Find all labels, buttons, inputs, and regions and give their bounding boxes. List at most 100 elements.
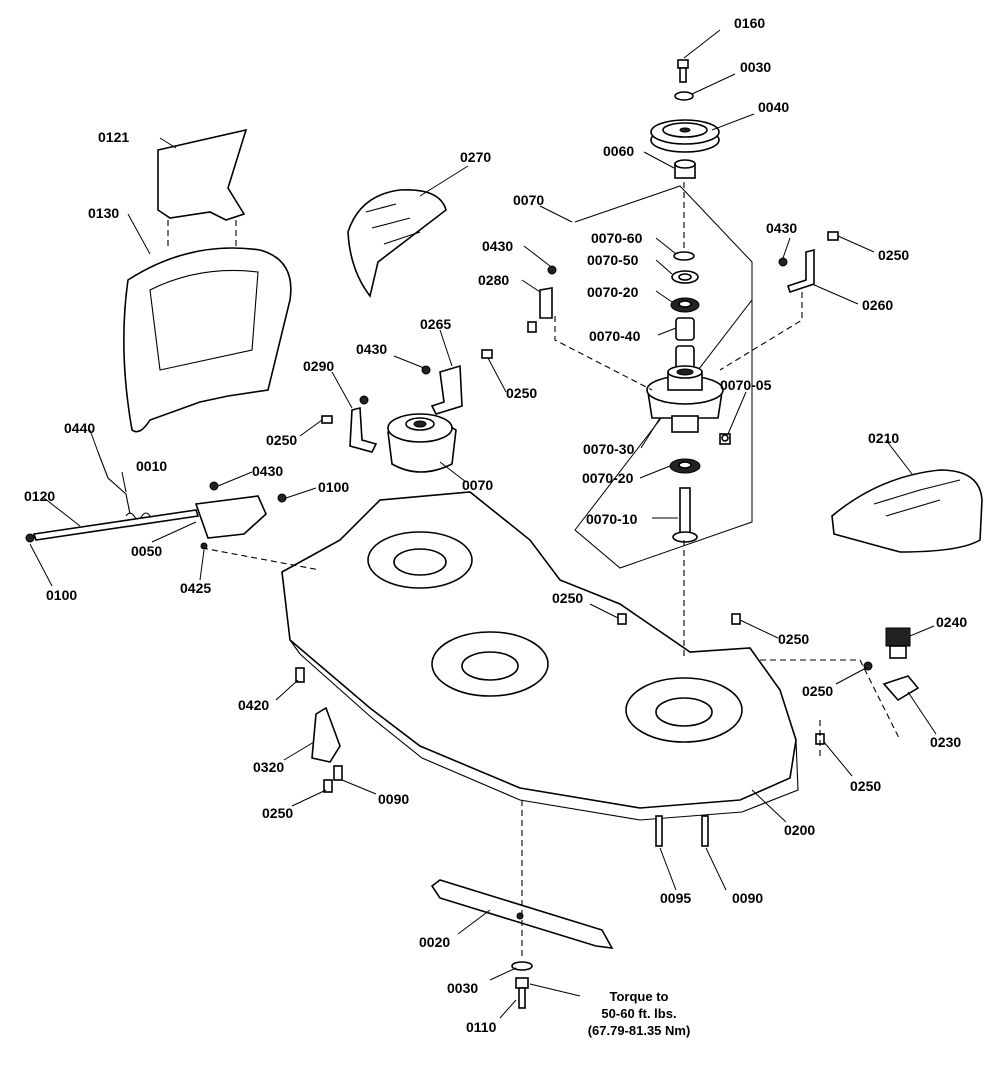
- adapter-0240: [885, 627, 911, 659]
- label-0070-20-b: 0070-20: [582, 470, 634, 486]
- leader-lines: [29, 29, 937, 1019]
- spindle-shaft-0070-10: [672, 487, 698, 543]
- label-0250-f: 0250: [802, 683, 834, 699]
- grease-fitting-0070-05: [719, 433, 731, 445]
- snap-ring-0070-60: [673, 251, 695, 261]
- washer-0030-bottom: [511, 961, 533, 971]
- nut-0430-a: [547, 265, 557, 275]
- spacer-0070-40-b: [675, 345, 695, 369]
- label-0425: 0425: [180, 580, 212, 596]
- pin-0100-right: [277, 493, 287, 503]
- label-0070-20-a: 0070-20: [587, 284, 639, 300]
- label-0120: 0120: [24, 488, 56, 504]
- washer-0030-top: [674, 91, 694, 101]
- label-0250-g: 0250: [850, 778, 882, 794]
- label-0420: 0420: [238, 697, 270, 713]
- bolt-0090-a: [333, 765, 343, 781]
- label-0250-a: 0250: [878, 247, 910, 263]
- bolt-0250-c: [481, 349, 493, 359]
- label-0010: 0010: [136, 458, 168, 474]
- label-0090-b: 0090: [732, 890, 764, 906]
- label-0121: 0121: [98, 129, 130, 145]
- label-0110: 0110: [466, 1019, 497, 1035]
- label-0320: 0320: [253, 759, 285, 775]
- label-0250-e: 0250: [778, 631, 810, 647]
- label-0430-d: 0430: [252, 463, 284, 479]
- torque-note: Torque to 50-60 ft. lbs. (67.79-81.35 Nm…: [559, 988, 719, 1039]
- label-0440: 0440: [64, 420, 96, 436]
- label-0200: 0200: [784, 822, 816, 838]
- bracket-0265: [430, 364, 463, 415]
- bolt-0090-b: [701, 815, 709, 847]
- label-0070-40: 0070-40: [589, 328, 641, 344]
- bolt-0420: [295, 667, 305, 683]
- spacer-0060: [674, 159, 696, 179]
- bolt-0250-b: [827, 231, 839, 241]
- spindle-assembly-0070: [387, 413, 457, 473]
- deflector-plate-0121: [157, 128, 248, 221]
- bearing-0070-20-top: [670, 297, 700, 313]
- label-0100-a: 0100: [318, 479, 350, 495]
- bearing-0070-20-bottom: [669, 458, 701, 474]
- label-0160: 0160: [734, 15, 766, 31]
- label-0280: 0280: [478, 272, 510, 288]
- label-0210: 0210: [868, 430, 900, 446]
- label-0250-b: 0250: [506, 385, 538, 401]
- label-0250-d: 0250: [552, 590, 584, 606]
- label-0070-05: 0070-05: [720, 377, 772, 393]
- label-0030-top: 0030: [740, 59, 772, 75]
- label-0070-60: 0070-60: [591, 230, 643, 246]
- label-0430-b: 0430: [766, 220, 798, 236]
- label-0250-c: 0250: [266, 432, 298, 448]
- bracket-0280: [539, 287, 553, 319]
- spacer-0070-40-a: [675, 317, 695, 341]
- label-0090-a: 0090: [378, 791, 410, 807]
- bracket-0320: [311, 706, 341, 763]
- label-0100-b: 0100: [46, 587, 78, 603]
- spindle-kit-outline: [574, 185, 753, 569]
- label-0130: 0130: [88, 205, 120, 221]
- bracket-0290: [349, 406, 378, 453]
- label-0430-c: 0430: [356, 341, 388, 357]
- nut-0430-e: [209, 481, 219, 491]
- bolt-0250-f: [731, 613, 741, 625]
- nut-0430-d: [359, 395, 369, 405]
- label-0070-30: 0070-30: [583, 441, 635, 457]
- torque-note-line3: (67.79-81.35 Nm): [587, 1023, 691, 1038]
- pulley-0040: [650, 119, 720, 153]
- spring-0440: [97, 451, 131, 515]
- bolt-0250-a: [527, 321, 537, 333]
- label-0230: 0230: [930, 734, 962, 750]
- pulley-cover-0210: [831, 469, 983, 553]
- bolt-0160: [677, 59, 689, 83]
- pin-0100-left: [25, 533, 35, 543]
- rod-0120: [32, 509, 200, 541]
- label-0250-h: 0250: [262, 805, 294, 821]
- spindle-housing-0070-30: [646, 365, 724, 433]
- label-0430-a: 0430: [482, 238, 514, 254]
- label-0070-10: 0070-10: [586, 511, 638, 527]
- seal-0070-50: [671, 270, 699, 284]
- label-0040: 0040: [758, 99, 790, 115]
- label-0070-mid: 0070: [462, 477, 494, 493]
- label-0070-50: 0070-50: [587, 252, 639, 268]
- label-0060: 0060: [603, 143, 635, 159]
- discharge-chute-0130: [123, 247, 292, 433]
- label-0270: 0270: [460, 149, 492, 165]
- label-0030-bottom: 0030: [447, 980, 479, 996]
- bolt-0095: [655, 815, 663, 847]
- label-0240: 0240: [936, 614, 968, 630]
- fitting-0230: [882, 675, 920, 702]
- bracket-0050: [194, 495, 267, 539]
- bracket-0260: [786, 248, 815, 294]
- bolt-0250-e: [617, 613, 627, 625]
- label-0070-box: 0070: [513, 192, 545, 208]
- label-0265: 0265: [420, 316, 452, 332]
- torque-note-line1: Torque to: [609, 989, 669, 1004]
- label-0020: 0020: [419, 934, 451, 950]
- label-0095: 0095: [660, 890, 692, 906]
- bolt-0250-d: [321, 415, 333, 424]
- label-0260: 0260: [862, 297, 894, 313]
- label-0290: 0290: [303, 358, 335, 374]
